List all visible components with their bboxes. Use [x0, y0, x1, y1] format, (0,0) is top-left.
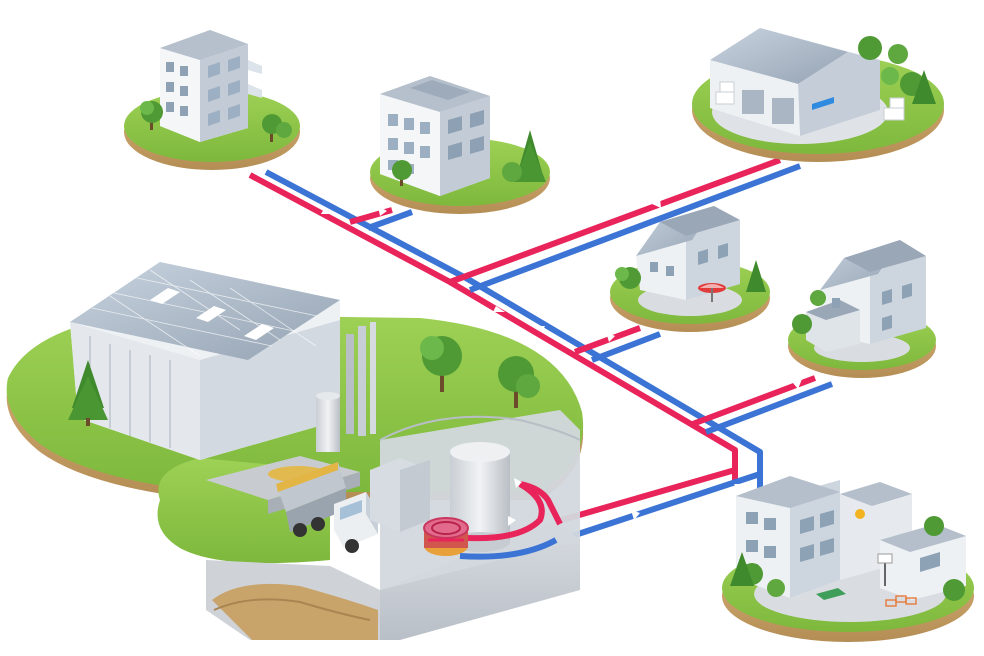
island-house-center	[610, 206, 770, 332]
branch-pipes-house-center	[575, 328, 660, 360]
flow-arrow	[734, 484, 746, 492]
garage-door	[772, 98, 794, 124]
garage-door	[742, 90, 764, 114]
return-line-branch-house-right	[706, 384, 832, 432]
boiler	[424, 518, 468, 556]
return-line-plant	[560, 474, 760, 540]
storage-tank	[316, 392, 340, 452]
wheel	[293, 523, 307, 537]
apartment-building-top-left	[160, 30, 262, 142]
island-biomass-plant	[7, 262, 583, 640]
chimney	[346, 322, 376, 436]
clock-icon	[855, 509, 865, 519]
island-apartment-top-left	[124, 30, 300, 170]
island-apartment-top-center	[370, 76, 550, 214]
wheel	[311, 517, 325, 531]
wheel	[345, 539, 359, 553]
return-line-branch-house	[592, 334, 660, 360]
island-house-right	[788, 240, 936, 378]
island-warehouse-top-right	[692, 28, 944, 162]
island-school-bottom-right	[722, 476, 974, 642]
branch-pipes-plant	[555, 470, 760, 540]
